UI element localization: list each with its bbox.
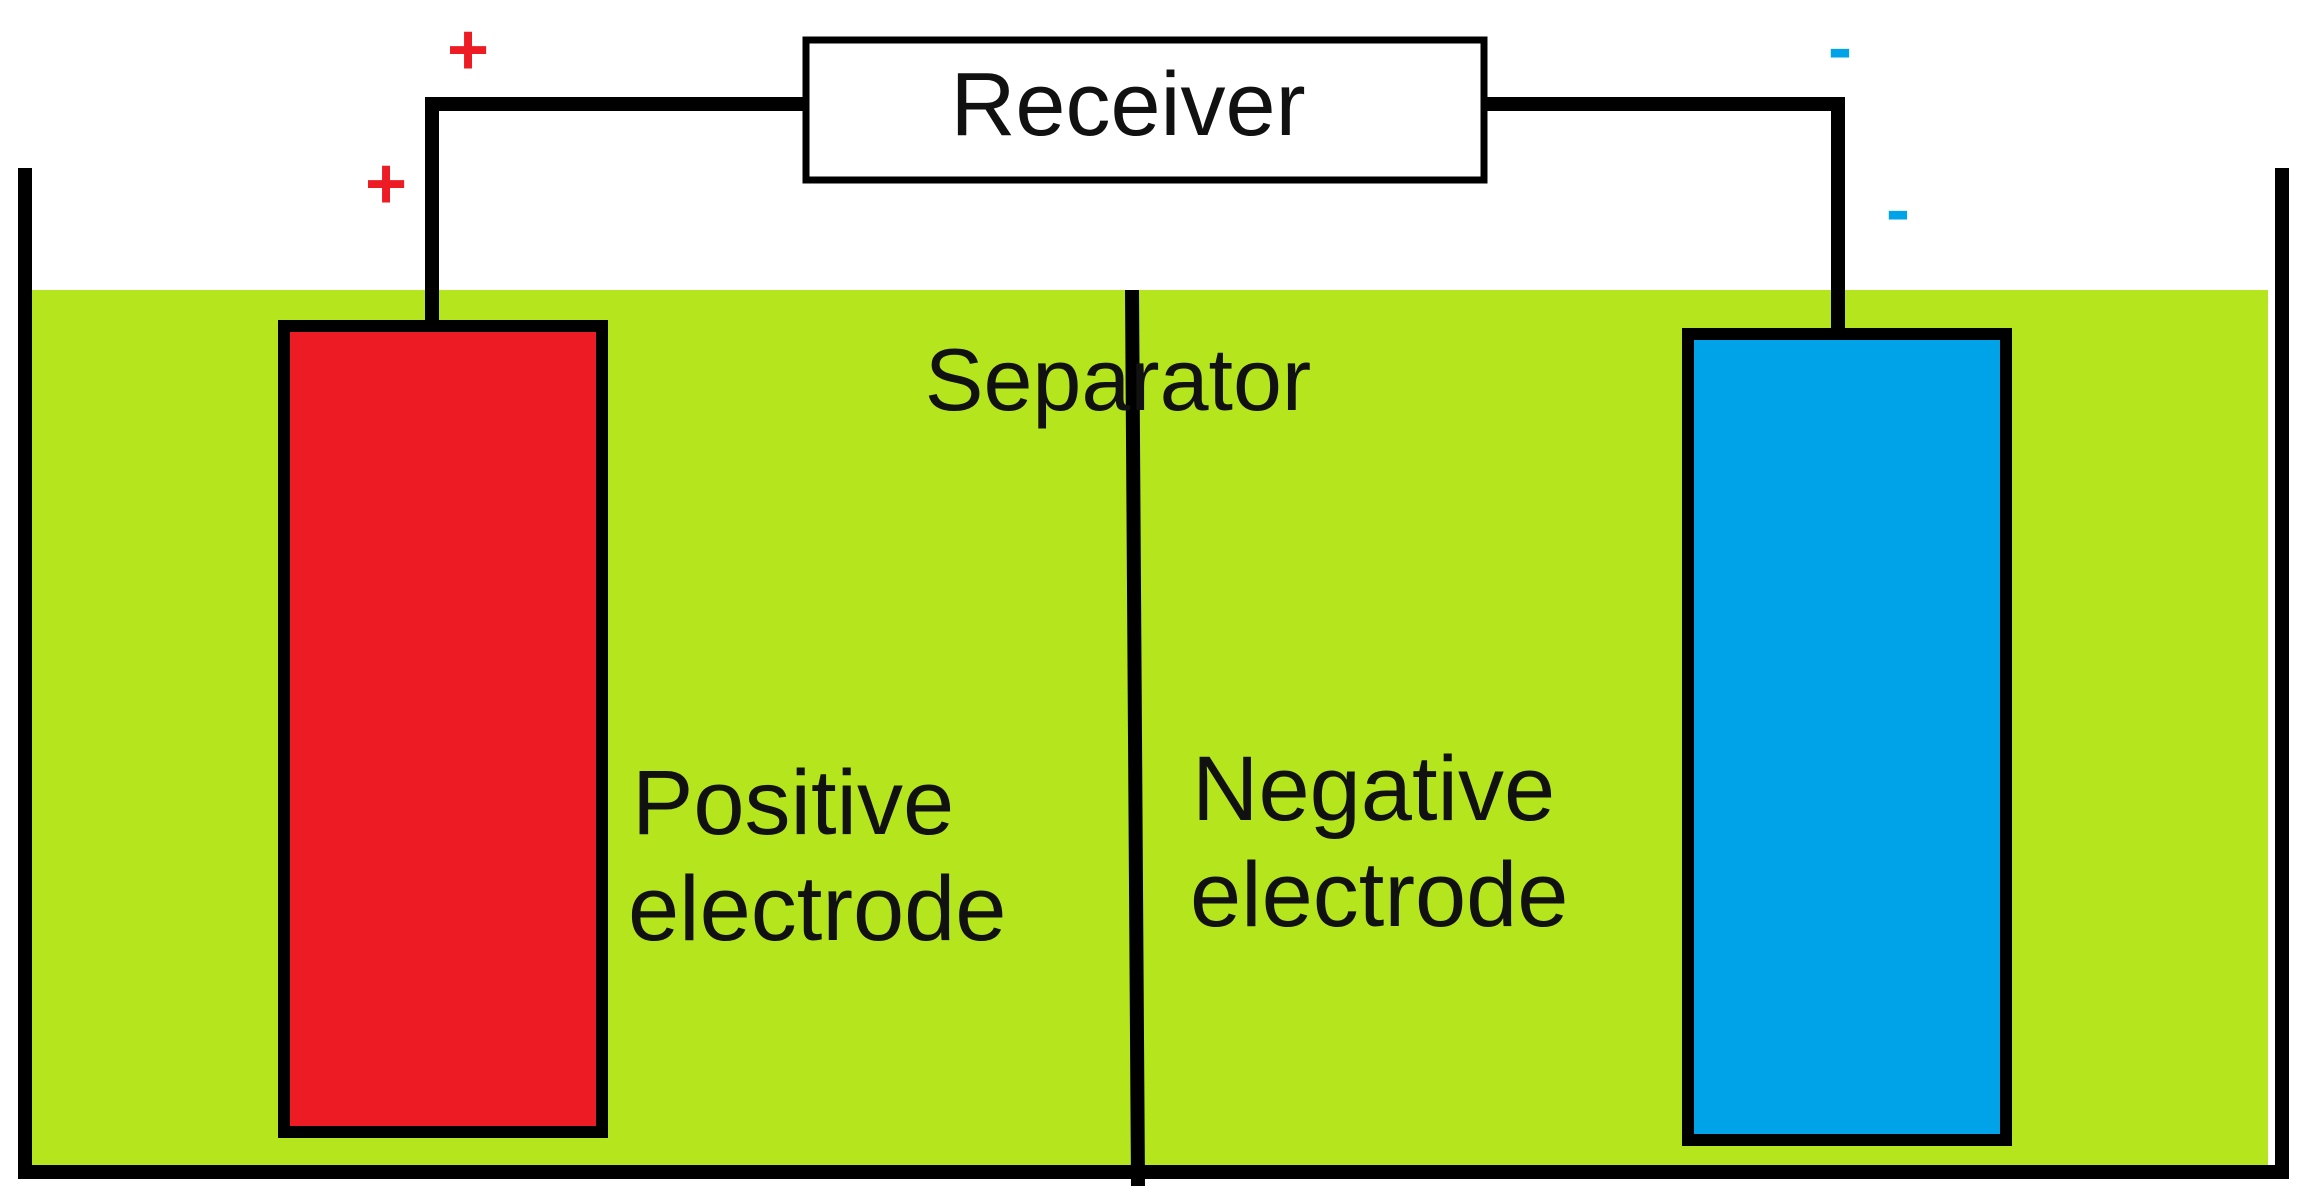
negative-electrode: [1682, 328, 2012, 1146]
wire-positive: [425, 97, 806, 322]
receiver-box: [802, 36, 1488, 184]
positive-sign-lower: +: [365, 144, 407, 224]
container: [18, 168, 2289, 1179]
wire-negative: [1484, 97, 1845, 330]
negative-electrode-label-line2: electrode: [1190, 844, 1568, 946]
negative-electrode-label-line1: Negative: [1192, 738, 1555, 840]
separator-line: [1125, 289, 1145, 1187]
positive-sign-upper: +: [447, 10, 489, 90]
separator-label: Separator: [925, 330, 1311, 429]
receiver-label: Receiver: [950, 55, 1305, 155]
positive-electrode: [278, 320, 608, 1138]
negative-electrode-label: Negative electrode: [1190, 738, 1581, 946]
positive-electrode-label: Positive electrode: [628, 752, 1006, 960]
positive-electrode-label-line1: Positive: [632, 752, 954, 854]
negative-sign-lower: -: [1886, 170, 1910, 250]
positive-electrode-label-line2: electrode: [628, 858, 1006, 960]
negative-sign-upper: -: [1828, 8, 1852, 88]
